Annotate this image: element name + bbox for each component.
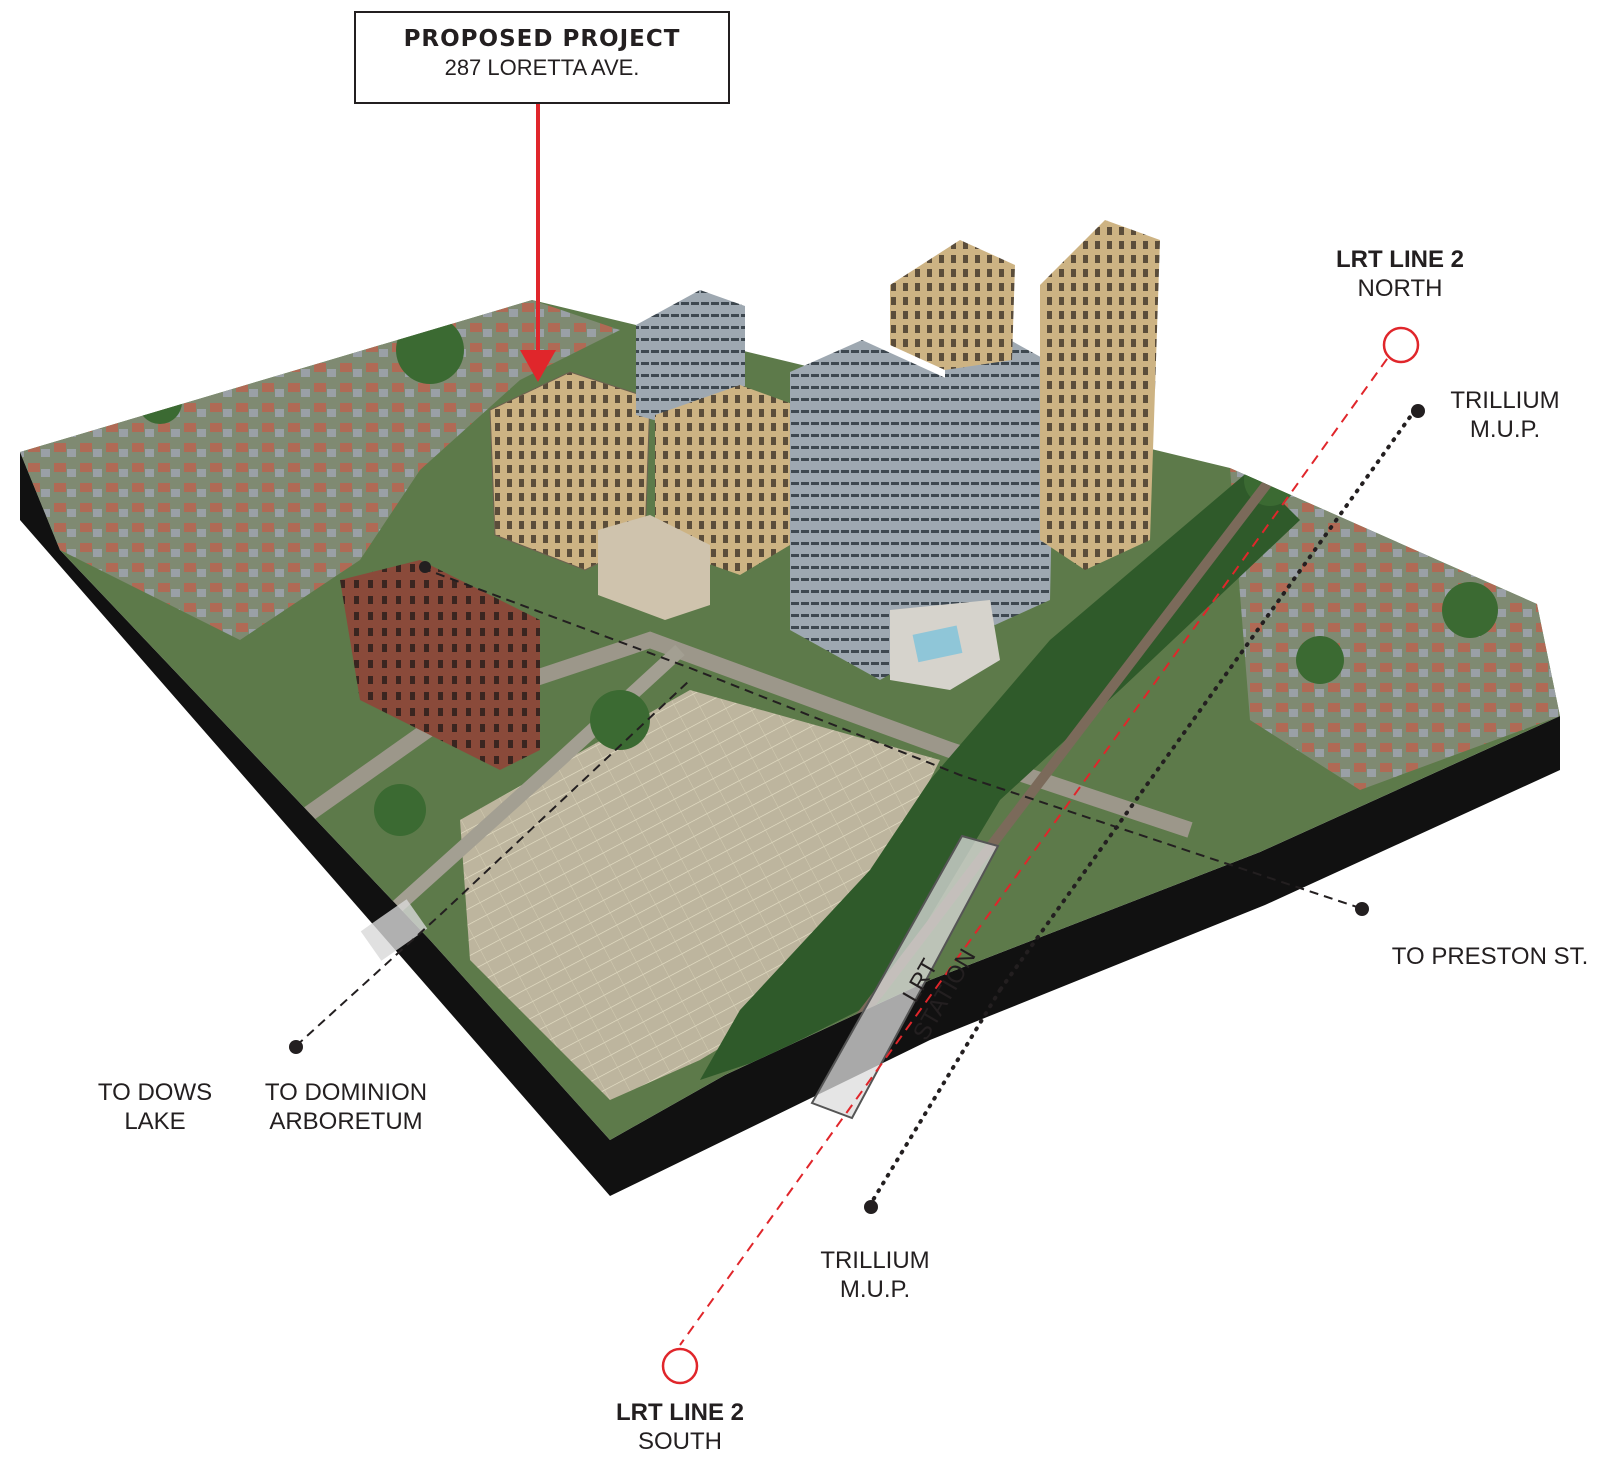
- arboretum-line2: ARBORETUM: [269, 1108, 423, 1136]
- building-tower-grey-2: [945, 340, 1055, 625]
- preston-text: TO PRESTON ST.: [1391, 943, 1589, 970]
- proposed-project-address: 287 LORETTA AVE.: [444, 55, 640, 80]
- dows-lake-line2: LAKE: [124, 1108, 186, 1136]
- lrt-south-marker: [661, 1347, 699, 1385]
- building-low-podium: [598, 515, 710, 620]
- lrt-north-marker: [1382, 326, 1420, 364]
- dows-lake-marker: [289, 1040, 303, 1054]
- arboretum-label: TO DOMINION ARBORETUM: [246, 1078, 446, 1137]
- connector-lines: [295, 104, 1417, 1346]
- building-tower-tan-1: [890, 240, 1015, 370]
- lrt-south-direction: SOUTH: [638, 1428, 722, 1456]
- proposed-project-title: PROPOSED PROJECT: [403, 26, 681, 52]
- lrt-line-2-route: [679, 344, 1398, 1346]
- dows-lake-label: TO DOWS LAKE: [80, 1078, 230, 1137]
- lrt-north-line: LRT LINE 2: [1335, 246, 1464, 273]
- arboretum-line1: TO DOMINION: [264, 1079, 428, 1106]
- project-pointer-arrowhead: [520, 350, 556, 382]
- trillium-south-label: TRILLIUM M.U.P.: [800, 1246, 950, 1305]
- road-north-south: [295, 631, 1193, 838]
- building-tower-grey-1: [790, 340, 950, 680]
- trillium-north-line1: TRILLIUM: [1450, 387, 1560, 414]
- building-brick-office: [340, 560, 540, 770]
- lrt-south-label: LRT LINE 2 SOUTH: [580, 1398, 780, 1457]
- trillium-north-label: TRILLIUM M.U.P.: [1430, 386, 1580, 445]
- preston-marker: [1355, 902, 1369, 916]
- lrt-station-outline: [810, 834, 1000, 1120]
- trillium-route-north: [998, 408, 1417, 992]
- trillium-south-marker: [864, 1200, 878, 1214]
- arboretum-route-start-marker: [419, 561, 431, 573]
- pool: [912, 625, 963, 663]
- tree-corridor: [700, 470, 1300, 1080]
- lrt-north-direction: NORTH: [1357, 275, 1443, 303]
- trillium-route-south: [868, 988, 1002, 1207]
- proposed-project-callout: PROPOSED PROJECT 287 LORETTA AVE.: [354, 11, 730, 104]
- building-tower-tan-2: [1040, 220, 1160, 570]
- residential-east: [1230, 468, 1560, 790]
- lrt-north-label: LRT LINE 2 NORTH: [1300, 245, 1500, 304]
- residential-west: [20, 300, 620, 640]
- preston-label: TO PRESTON ST.: [1370, 942, 1610, 971]
- route-markers: [289, 326, 1425, 1385]
- lrt-south-line: LRT LINE 2: [615, 1399, 744, 1426]
- parking-lot: [460, 690, 940, 1100]
- dows-lake-line1: TO DOWS: [97, 1079, 213, 1106]
- road-crossing-highlight: [360, 899, 428, 961]
- preston-route: [421, 567, 1361, 909]
- trillium-south-line1: TRILLIUM: [820, 1247, 930, 1274]
- trillium-south-line2: M.U.P.: [839, 1276, 911, 1304]
- buildings: [340, 220, 1160, 770]
- terrain-left-side: [20, 452, 610, 1196]
- road-diagonal: [355, 644, 685, 946]
- dows-lake-route: [295, 679, 691, 1047]
- trillium-north-line2: M.U.P.: [1469, 416, 1541, 444]
- trillium-north-marker: [1411, 404, 1425, 418]
- building-midrise-beige: [655, 385, 795, 575]
